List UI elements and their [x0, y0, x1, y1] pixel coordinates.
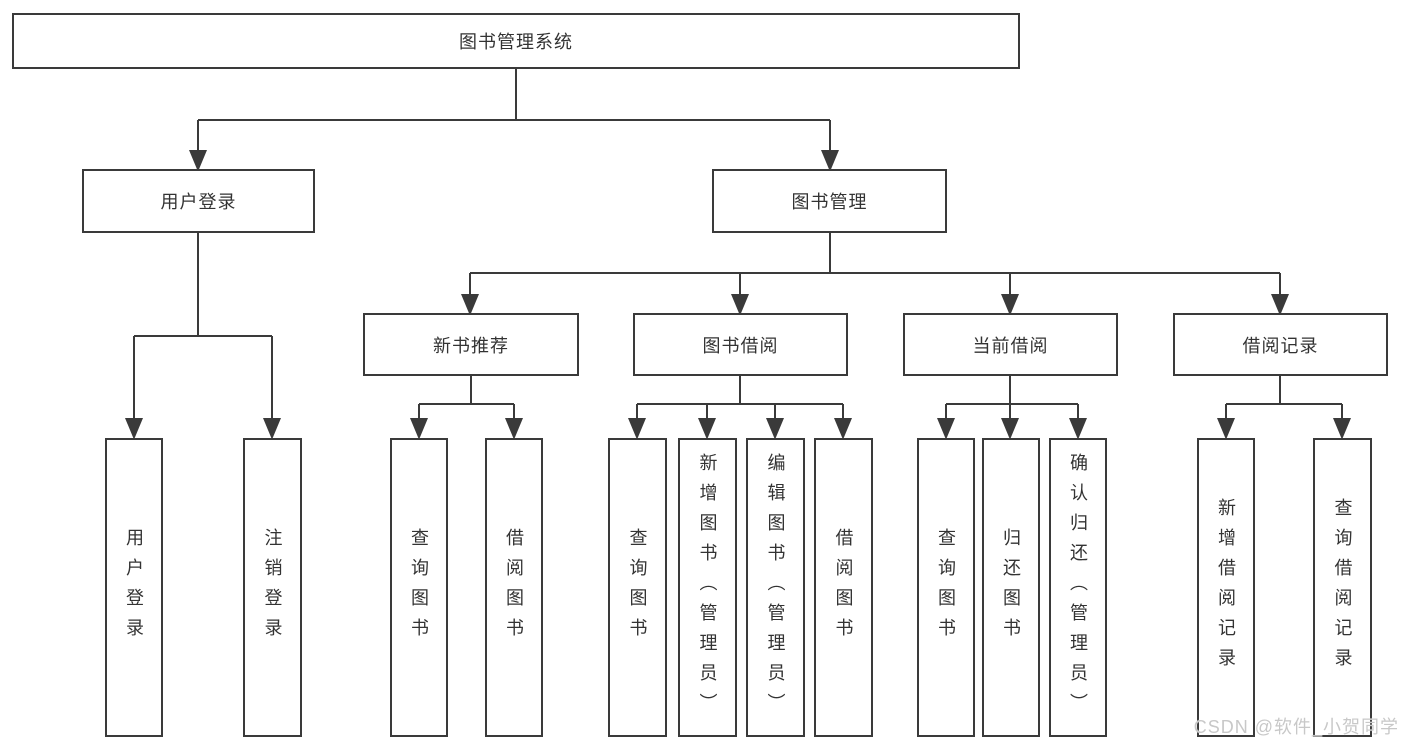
connector-borrow-record-to-leaves: [1217, 376, 1351, 440]
arrowhead-icon: [628, 418, 646, 440]
arrowhead-icon: [1001, 294, 1019, 316]
node-label: 图书借阅: [702, 335, 779, 356]
leaf-label: 查询图书: [936, 527, 956, 648]
leaf-label: 借阅图书: [833, 527, 854, 648]
leaf-query-borrow-record: 查询借阅记录: [1313, 438, 1372, 737]
leaf-label: 注销登录: [262, 527, 283, 648]
node-borrowing-records: 借阅记录: [1173, 313, 1388, 376]
arrowhead-icon: [461, 294, 479, 316]
leaf-query-books-current: 查询图书: [917, 438, 975, 737]
node-book-management: 图书管理: [712, 169, 947, 233]
node-label: 图书管理系统: [459, 32, 573, 52]
connector-book-borrow-to-leaves: [628, 376, 852, 440]
connector-current-borrow-to-leaves: [937, 376, 1087, 440]
node-label: 新书推荐: [433, 335, 509, 356]
node-label: 借阅记录: [1242, 335, 1319, 356]
leaf-label: 编辑图书（管理员）: [765, 452, 786, 723]
leaf-label: 确认归还（管理员）: [1068, 452, 1088, 723]
leaf-borrow-books-recommend: 借阅图书: [485, 438, 543, 737]
leaf-query-books-borrowing: 查询图书: [608, 438, 667, 737]
connector-root-to-level2: [189, 69, 839, 172]
arrowhead-icon: [410, 418, 428, 440]
leaf-query-books-recommend: 查询图书: [390, 438, 448, 737]
node-label: 用户登录: [160, 192, 237, 212]
arrowhead-icon: [731, 294, 749, 316]
node-label: 当前借阅: [972, 335, 1049, 356]
arrowhead-icon: [1217, 418, 1235, 440]
leaf-label: 新增图书（管理员）: [697, 452, 718, 723]
arrowhead-icon: [937, 418, 955, 440]
leaf-label: 查询图书: [627, 527, 648, 648]
connector-book-mgmt-to-level3: [461, 233, 1289, 316]
arrowhead-icon: [1001, 418, 1019, 440]
leaf-label: 查询借阅记录: [1332, 497, 1353, 678]
node-user-login: 用户登录: [82, 169, 315, 233]
leaf-label: 查询图书: [409, 527, 429, 648]
arrowhead-icon: [1333, 418, 1351, 440]
node-label: 图书管理: [791, 192, 868, 212]
node-new-book-recommend: 新书推荐: [363, 313, 579, 376]
leaf-edit-book-admin: 编辑图书（管理员）: [746, 438, 805, 737]
node-library-management-system: 图书管理系统: [12, 13, 1020, 69]
arrowhead-icon: [1271, 294, 1289, 316]
arrowhead-icon: [189, 150, 207, 172]
csdn-watermark: CSDN @软件_小贺同学: [1193, 717, 1399, 737]
arrowhead-icon: [125, 418, 143, 440]
arrowhead-icon: [834, 418, 852, 440]
leaf-label: 借阅图书: [504, 527, 524, 648]
leaf-add-borrow-record: 新增借阅记录: [1197, 438, 1255, 737]
leaf-borrow-books-borrowing: 借阅图书: [814, 438, 873, 737]
leaf-label: 归还图书: [1001, 527, 1021, 648]
leaf-logout: 注销登录: [243, 438, 302, 737]
leaf-user-login: 用户登录: [105, 438, 163, 737]
leaf-label: 新增借阅记录: [1216, 497, 1236, 678]
arrowhead-icon: [766, 418, 784, 440]
arrowhead-icon: [263, 418, 281, 440]
leaf-return-book: 归还图书: [982, 438, 1040, 737]
connector-user-login-to-leaves: [125, 233, 281, 440]
arrowhead-icon: [821, 150, 839, 172]
leaf-add-book-admin: 新增图书（管理员）: [678, 438, 737, 737]
leaf-confirm-return-admin: 确认归还（管理员）: [1049, 438, 1107, 737]
arrowhead-icon: [698, 418, 716, 440]
node-current-borrowing: 当前借阅: [903, 313, 1118, 376]
connector-new-book-to-leaves: [410, 376, 523, 440]
arrowhead-icon: [505, 418, 523, 440]
leaf-label: 用户登录: [124, 527, 144, 648]
arrowhead-icon: [1069, 418, 1087, 440]
node-book-borrowing: 图书借阅: [633, 313, 848, 376]
